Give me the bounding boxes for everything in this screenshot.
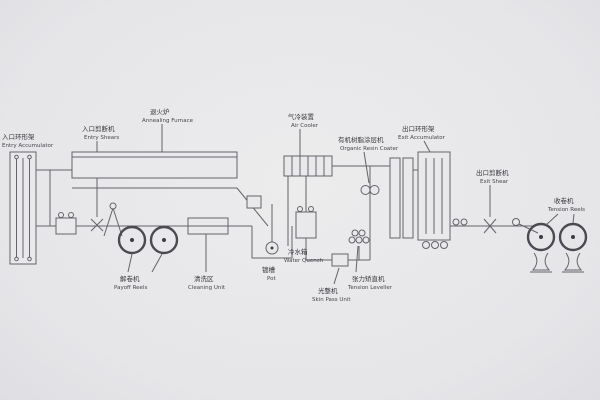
exit-accumulator-leader [423,140,431,153]
payoff-reel-mandrel [162,238,166,242]
entry-shears: 入口剪断机 Entry Shears [82,124,119,232]
entry-accumulator: 入口环形架 Entry Accumulator [2,133,54,265]
quench-roll-icon [297,206,303,212]
entry-welder [55,212,77,235]
tension-reels-label-cn: 收卷机 [554,196,574,205]
welder-body [55,217,77,235]
pot-label-cn: 镀槽 [262,265,276,274]
entry-shears-label-cn: 入口剪断机 [82,124,115,133]
coil-car-frame [103,207,114,237]
exit-tower-body [389,157,401,239]
pot-label-en: Pot [267,276,276,282]
accumulator-roll-icon [27,154,32,160]
sink-roll-center [270,246,274,250]
tension-leveller-label-cn: 张力矫直机 [352,274,385,283]
annealing-furnace: 退火炉 Annealing Furnace [71,107,262,209]
organic-resin-coater: 有机树脂涂层机 Organic Resin Coater [338,135,399,195]
coater-label-en: Organic Resin Coater [340,146,399,152]
leveller-roll-icon [351,229,359,237]
skin-pass-body [331,253,349,267]
coil-car-frame [112,207,123,237]
leveller-roll-icon [362,236,370,244]
annealing-furnace-label-cn: 退火炉 [150,107,170,116]
tension-reel-coil [526,222,556,252]
exit-shear: 出口剪断机 Exit Shear [452,168,520,234]
water-quench-label-en: Water Quench [284,258,324,264]
tension-reel-mandrel [539,235,543,239]
entry-shears-label-en: Entry Shears [84,135,119,141]
annealing-furnace-label-en: Annealing Furnace [142,118,194,124]
coater-leader [363,151,370,184]
tension-reel-coil [558,222,588,252]
deflector-roll-icon [460,218,468,226]
coater-label-cn: 有机树脂涂层机 [338,135,384,144]
water-quench-body [295,211,317,239]
reel-stand [563,252,583,271]
cleaning-unit-label-cn: 清洗区 [194,274,214,283]
leveller-roll-icon [358,229,366,237]
leveller-roll-icon [355,236,363,244]
tension-leveller: 张力矫直机 Tension Leveller [347,229,393,291]
coater-roll-icon [369,185,380,195]
accumulator-roll-icon [27,256,32,262]
coater-roll-icon [360,185,371,195]
accumulator-roll-icon [431,241,439,249]
accumulator-roll-icon [14,256,19,262]
accumulator-roll-icon [14,154,19,160]
entry-accumulator-label-en: Entry Accumulator [2,143,54,149]
welder-roll-icon [68,212,74,218]
skin-pass-label-en: Skin Pass Unit [312,297,351,303]
skin-pass-leader [333,267,340,285]
payoff-reels-label-en: Payoff Reels [114,285,147,291]
tension-reels-label-en: Tension Reels [547,207,585,213]
furnace-body [71,151,238,179]
cleaning-unit-label-en: Cleaning Unit [188,285,226,291]
water-quench-label-cn: 冷水箱 [288,247,308,256]
skin-pass-unit: 光整机 Skin Pass Unit [312,253,351,303]
entry-accumulator-label-cn: 入口环形架 [2,133,35,141]
exit-shear-label-cn: 出口剪断机 [476,168,509,177]
payoff-reels-leader [151,253,163,273]
payoff-reels-label-cn: 解卷机 [120,274,140,283]
welder-roll-icon [58,212,64,218]
exit-accumulator-label-en: Exit Accumulator [398,135,446,141]
exit-shear-label-en: Exit Shear [480,179,509,185]
exit-cooling-towers [389,157,414,239]
accumulator-roll-icon [440,241,448,249]
payoff-reel-coil [117,225,147,255]
exit-tower-body [402,157,414,239]
reel-stand [531,252,551,271]
tension-reels-leader [545,213,559,226]
air-cooler-label-cn: 气冷装置 [288,112,315,121]
air-cooler-label-en: Air Cooler [291,123,319,129]
tension-leveller-label-en: Tension Leveller [347,285,393,291]
shear-blade-icon [483,218,497,234]
coating-pot: 镀槽 Pot [251,204,293,282]
payoff-reels: 解卷机 Payoff Reels [103,202,179,291]
furnace-snout [246,195,262,209]
tension-reels-leader [572,213,575,224]
coil-car-pulley-icon [109,202,117,210]
tension-leveller-leader [355,245,359,273]
payoff-reels-leader [127,253,133,273]
exit-accumulator-label-cn: 出口环形架 [402,124,435,133]
leveller-roll-icon [348,236,356,244]
strip-line-to-reels [518,223,539,234]
accumulator-roll-icon [422,241,430,249]
exit-accumulator: 出口环形架 Exit Accumulator [398,124,451,249]
quench-roll-icon [308,206,314,212]
tension-reels: 收卷机 Tension Reels [526,196,588,273]
skin-pass-label-cn: 光整机 [318,286,338,295]
shear-blade-icon [90,218,104,232]
pot-vessel [251,226,293,259]
water-quench: 冷水箱 Water Quench [284,206,324,264]
payoff-reel-coil [149,225,179,255]
cleaning-unit: 清洗区 Cleaning Unit [187,217,229,291]
air-cooler: 气冷装置 Air Cooler [283,112,333,177]
tension-reel-mandrel [571,235,575,239]
deflector-roll-icon [452,218,460,226]
payoff-reel-mandrel [130,238,134,242]
deflector-roll-icon [512,218,520,226]
